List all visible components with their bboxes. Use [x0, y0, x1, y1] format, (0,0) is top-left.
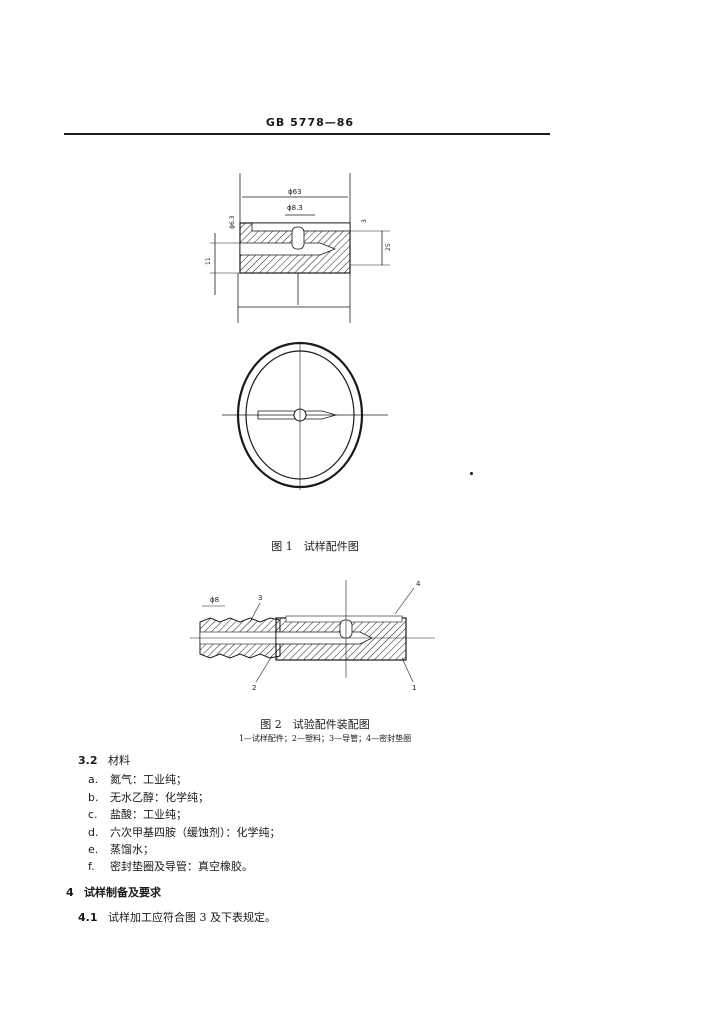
- label-d8: ϕ8: [210, 596, 219, 604]
- standard-number-header: GB 5778—86: [265, 116, 355, 129]
- list-item: b.无水乙醇：化学纯；: [88, 791, 209, 804]
- section-3-2-heading: 3.2 材料: [78, 752, 130, 768]
- section-number: 4.1: [78, 911, 98, 924]
- figure-1-caption: 图 1 试样配件图: [271, 540, 359, 553]
- label-2: 2: [252, 684, 256, 692]
- figure-2-caption: 图 2 试验配件装配图: [260, 718, 370, 731]
- list-item: d.六次甲基四胺（缓蚀剂）：化学纯；: [88, 826, 281, 839]
- dim-d63: ϕ63: [288, 188, 302, 196]
- header-rule: [64, 133, 550, 135]
- section-title: 材料: [108, 754, 130, 767]
- section-number: 3.2: [78, 754, 98, 767]
- section-number: 4: [66, 886, 74, 899]
- figure-2-legend: 1—试样配件；2—塑料；3—导管；4—密封垫圈: [238, 734, 412, 743]
- figure-2-drawing: ϕ8 3 4 2 1: [190, 580, 435, 692]
- dim-d6-3: ϕ6.3: [229, 215, 236, 229]
- list-item: e.蒸馏水；: [88, 843, 154, 856]
- section-4-1-paragraph: 4.1 试样加工应符合图 3 及下表规定。: [78, 909, 276, 925]
- section-title: 试样制备及要求: [84, 886, 161, 899]
- label-3: 3: [258, 594, 262, 602]
- section-text: 试样加工应符合图 3 及下表规定。: [108, 911, 276, 924]
- list-item: a.氮气：工业纯；: [88, 773, 187, 786]
- dim-h25: 25: [385, 243, 392, 251]
- speck: [470, 472, 473, 475]
- dim-h11: 11: [205, 257, 212, 265]
- section-4-heading: 4 试样制备及要求: [66, 884, 161, 900]
- label-4: 4: [416, 580, 421, 588]
- figure-1-drawing: ϕ63 ϕ8.3 ϕ6.3 3 25 11: [205, 173, 392, 490]
- list-item: c.盐酸：工业纯；: [88, 808, 187, 821]
- list-item: f.密封垫圈及导管：真空橡胶。: [88, 860, 253, 873]
- label-1: 1: [412, 684, 416, 692]
- dim-d8-3: ϕ8.3: [287, 204, 303, 212]
- dim-t3: 3: [361, 219, 368, 223]
